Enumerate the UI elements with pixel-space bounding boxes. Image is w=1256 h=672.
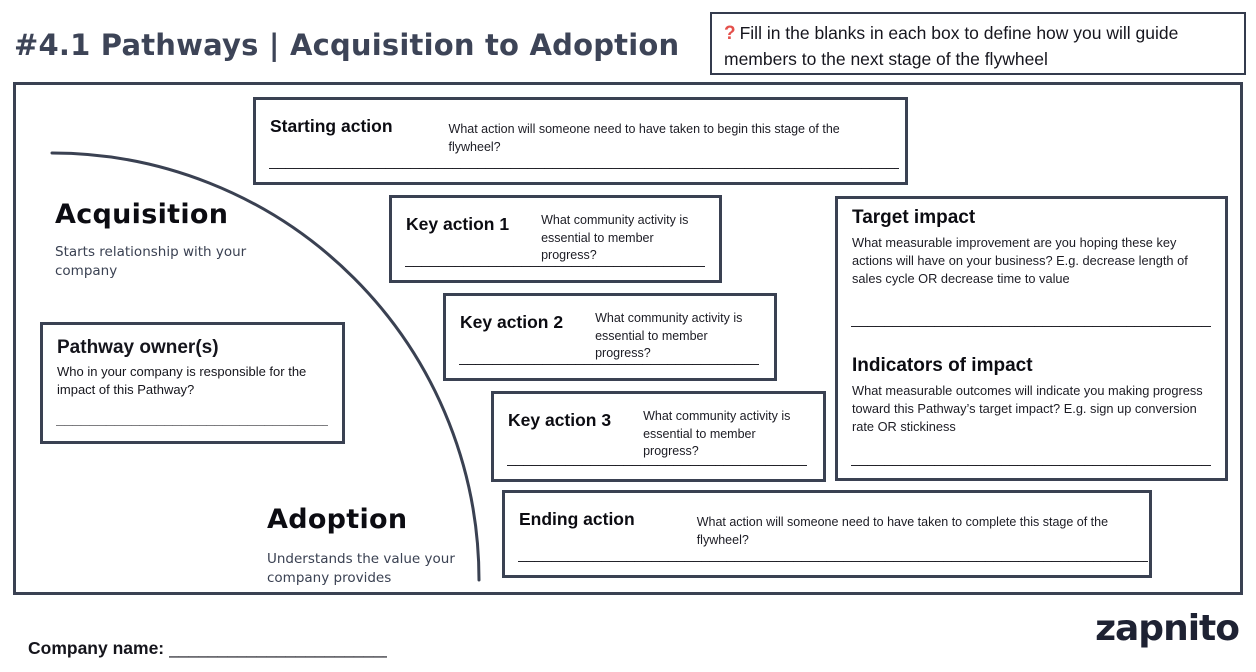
starting-action-title: Starting action: [270, 116, 393, 136]
ending-action-blank[interactable]: ________________________________________…: [518, 546, 1148, 563]
key-action-2-blank[interactable]: ________________________________________…: [459, 349, 759, 366]
box-key-action-2: Key action 2 What community activity is …: [443, 293, 777, 381]
key-action-2-question: What community activity is essential to …: [595, 311, 743, 360]
target-impact-blank[interactable]: ________________________________________…: [851, 311, 1211, 328]
stage-adoption-label: Adoption: [267, 504, 408, 535]
box-key-action-3: Key action 3 What community activity is …: [491, 391, 826, 482]
indicators-of-impact-title: Indicators of impact: [852, 355, 1033, 376]
ending-action-title: Ending action: [519, 509, 635, 529]
ending-action-question: What action will someone need to have ta…: [696, 515, 1109, 547]
instruction-text: Fill in the blanks in each box to define…: [724, 23, 1179, 70]
key-action-1-question: What community activity is essential to …: [541, 213, 689, 262]
company-name-row: Company name: __________________________…: [28, 638, 387, 659]
key-action-1-title: Key action 1: [406, 214, 510, 234]
indicators-of-impact-question: What measurable outcomes will indicate y…: [852, 383, 1203, 435]
page-title: #4.1 Pathways | Acquisition to Adoption: [14, 28, 680, 62]
key-action-3-title: Key action 3: [508, 410, 612, 430]
stage-acquisition-description: Starts relationship with your company: [55, 244, 247, 279]
company-name-label: Company name:: [28, 638, 165, 658]
starting-action-blank[interactable]: ________________________________________…: [269, 153, 899, 170]
zapnito-logo: zapnito: [1095, 608, 1240, 649]
pathway-owner-blank[interactable]: ________________________________________…: [56, 411, 328, 428]
box-pathway-owner: Pathway owner(s) Who in your company is …: [40, 322, 345, 444]
key-action-3-blank[interactable]: ________________________________________…: [507, 450, 807, 467]
starting-action-question: What action will someone need to have ta…: [448, 122, 840, 154]
box-target-impact: Target impact What measurable improvemen…: [835, 196, 1228, 481]
target-impact-question: What measurable improvement are you hopi…: [852, 235, 1188, 287]
stage-adoption-description: Understands the value your company provi…: [267, 551, 455, 586]
indicators-of-impact-blank[interactable]: ________________________________________…: [851, 450, 1211, 467]
box-starting-action: Starting action What action will someone…: [253, 97, 908, 185]
pathway-owner-question: Who in your company is responsible for t…: [57, 364, 307, 398]
instruction-box: ?Fill in the blanks in each box to defin…: [710, 12, 1246, 75]
question-mark-icon: ?: [724, 23, 736, 44]
key-action-2-title: Key action 2: [460, 312, 564, 332]
target-impact-title: Target impact: [852, 207, 976, 228]
box-key-action-1: Key action 1 What community activity is …: [389, 195, 722, 283]
pathway-owner-title: Pathway owner(s): [57, 337, 219, 358]
stage-acquisition-label: Acquisition: [55, 199, 229, 230]
box-ending-action: Ending action What action will someone n…: [502, 490, 1152, 578]
key-action-1-blank[interactable]: ________________________________________…: [405, 251, 705, 268]
company-name-blank[interactable]: ________________________________: [169, 638, 387, 658]
key-action-3-question: What community activity is essential to …: [643, 409, 791, 458]
